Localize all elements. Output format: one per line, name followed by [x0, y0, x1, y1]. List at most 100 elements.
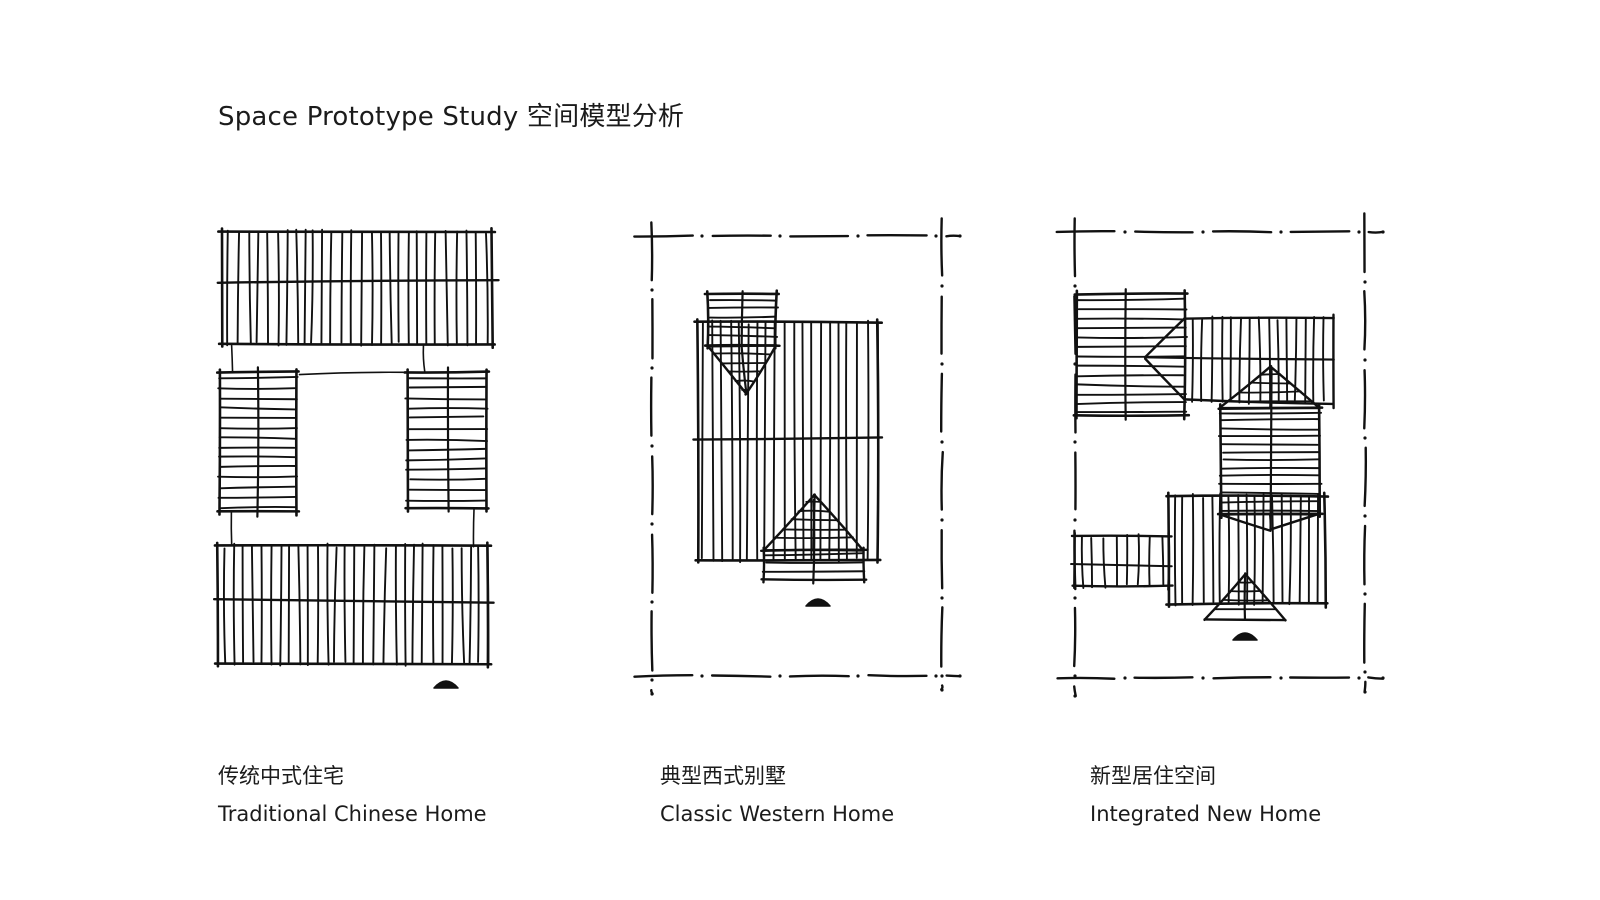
garage-roof — [762, 546, 766, 584]
site-boundary-line — [940, 217, 944, 277]
site-boundary-line — [867, 674, 928, 678]
roof-hatch-line — [333, 546, 338, 663]
roof-hatch-line — [745, 323, 750, 560]
site-boundary-dot — [940, 440, 944, 444]
caption-traditional-chinese-home: 传统中式住宅 Traditional Chinese Home — [218, 760, 487, 826]
site-boundary-dot — [934, 674, 938, 678]
site-boundary-dot — [1363, 592, 1367, 596]
roof-hatch-line — [1238, 316, 1242, 404]
roof-hatch-line — [1173, 494, 1177, 607]
south-block-roof — [1322, 491, 1328, 609]
roof-hatch-line — [1102, 537, 1107, 589]
site-boundary-dot — [1073, 596, 1077, 600]
main-roof — [693, 320, 883, 325]
roof-hatch-line — [477, 545, 480, 663]
site-boundary-line — [1363, 680, 1367, 693]
site-boundary-line — [788, 674, 850, 678]
north-arrow-icon — [1232, 632, 1258, 641]
site-boundary-line — [633, 674, 694, 678]
north-arrow-icon — [805, 598, 831, 607]
roof-hatch-line — [371, 232, 374, 346]
site-boundary-dot — [1363, 690, 1367, 694]
roof-hatch-line — [329, 230, 333, 345]
roof-hatch-line — [1210, 315, 1214, 403]
site-boundary-line — [1363, 368, 1367, 430]
site-boundary-dot — [650, 678, 654, 682]
roof-hatch-line — [316, 545, 320, 665]
courtyard-edge — [298, 371, 407, 376]
site-boundary-line — [1211, 230, 1273, 234]
roof-hatch-line — [352, 544, 356, 664]
roof-ridge-line — [446, 366, 450, 513]
roof-hatch-line — [1288, 494, 1292, 606]
site-boundary-dot — [934, 234, 938, 238]
porch-roof — [1167, 531, 1171, 591]
roof-hatch-line — [382, 547, 388, 664]
roof-hatch-line — [1211, 494, 1215, 603]
north-hall-roof — [217, 342, 496, 346]
roof-hatch-line — [468, 546, 473, 664]
roof-hatch-line — [1218, 492, 1222, 605]
south-hall-roof — [215, 541, 220, 668]
entry-wing-roof — [773, 289, 779, 350]
gable-edge — [1269, 365, 1321, 409]
site-boundary-line — [710, 674, 772, 678]
roof-hatch-line — [763, 320, 767, 560]
roof-hatch-line — [326, 542, 330, 666]
roof-hatch-line — [248, 230, 252, 345]
site-boundary-line — [1073, 217, 1077, 278]
roof-hatch-line — [719, 319, 724, 563]
roof-hatch-line — [408, 415, 485, 419]
porch-roof — [1071, 584, 1174, 588]
roof-hatch-line — [320, 228, 324, 345]
site-boundary-dot — [778, 234, 782, 238]
roof-hatch-line — [1075, 297, 1185, 302]
site-boundary-dot — [650, 366, 654, 370]
east-wing-edge — [1144, 357, 1186, 401]
gable-ridge — [1243, 572, 1247, 622]
roof-hatch-line — [455, 230, 459, 344]
site-boundary-dot — [1357, 230, 1361, 234]
roof-hatch-line — [1076, 374, 1185, 378]
roof-hatch-line — [1200, 319, 1204, 403]
site-boundary-line — [650, 533, 654, 594]
site-boundary-dot — [856, 674, 860, 678]
caption-integrated-new-home: 新型居住空间 Integrated New Home — [1090, 760, 1321, 826]
site-boundary-line — [940, 372, 944, 433]
gable-edge — [1219, 513, 1272, 532]
site-boundary-dot — [958, 234, 962, 238]
roof-hatch-line — [349, 229, 353, 345]
east-wing-edge — [1143, 317, 1186, 359]
site-boundary-dot — [940, 674, 944, 678]
roof-hatch-line — [340, 231, 344, 344]
site-boundary-line — [650, 221, 654, 282]
roof-hatch-line — [361, 546, 366, 665]
caption-classic-western-home: 典型西式别墅 Classic Western Home — [660, 760, 894, 826]
porch-roof — [1073, 531, 1077, 591]
roof-hatch-line — [1220, 418, 1320, 422]
west-block-roof — [1182, 289, 1187, 421]
site-boundary-line — [1134, 230, 1194, 234]
roof-hatch-line — [219, 506, 297, 510]
roof-hatch-line — [1245, 493, 1249, 605]
roof-hatch-line — [450, 547, 454, 664]
roof-hatch-line — [226, 229, 229, 347]
site-boundary-dot — [856, 234, 860, 238]
roof-hatch-line — [1191, 318, 1194, 403]
roof-hatch-line — [708, 334, 779, 338]
roof-hatch-line — [255, 231, 260, 344]
roof-hatch-line — [1202, 496, 1205, 604]
roof-ridge-line — [1144, 356, 1335, 361]
roof-ridge-line — [1070, 563, 1173, 568]
gable-edge — [762, 493, 816, 552]
site-boundary-dot — [1073, 284, 1077, 288]
site-boundary-line — [650, 610, 654, 672]
site-boundary-dot — [940, 596, 944, 600]
roof-hatch-line — [1076, 383, 1185, 388]
caption-english: Classic Western Home — [660, 802, 895, 826]
site-boundary-dot — [1381, 676, 1385, 680]
site-boundary-line — [1363, 290, 1367, 351]
site-boundary-dot — [1363, 514, 1367, 518]
south-hall-roof — [213, 662, 493, 666]
roof-hatch-line — [343, 544, 347, 663]
